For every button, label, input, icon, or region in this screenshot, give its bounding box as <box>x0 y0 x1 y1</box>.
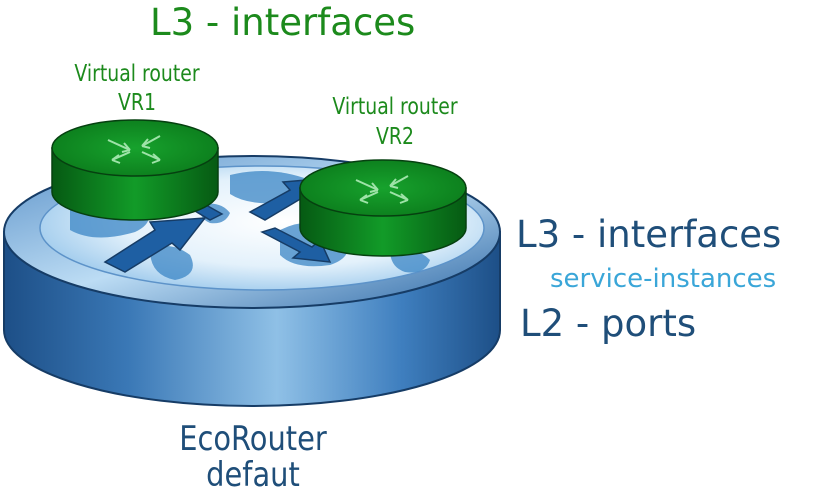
virtual-router-icon <box>299 159 467 257</box>
vr1-label-line1: Virtual router <box>74 61 200 87</box>
ecorouter-label-line2: defaut <box>206 455 300 495</box>
virtual-router-icon <box>51 119 219 221</box>
service-instances-label: service-instances <box>550 264 777 294</box>
vr1-label-line2: VR1 <box>117 90 157 116</box>
vr2-label-line2: VR2 <box>375 124 415 150</box>
l2-ports-label: L2 - ports <box>520 302 697 345</box>
vr2-label-line1: Virtual router <box>332 94 458 120</box>
diagram-title: L3 - interfaces <box>150 1 416 44</box>
l3-interfaces-label: L3 - interfaces <box>516 213 782 256</box>
ecorouter-label-line1: EcoRouter <box>179 419 327 459</box>
